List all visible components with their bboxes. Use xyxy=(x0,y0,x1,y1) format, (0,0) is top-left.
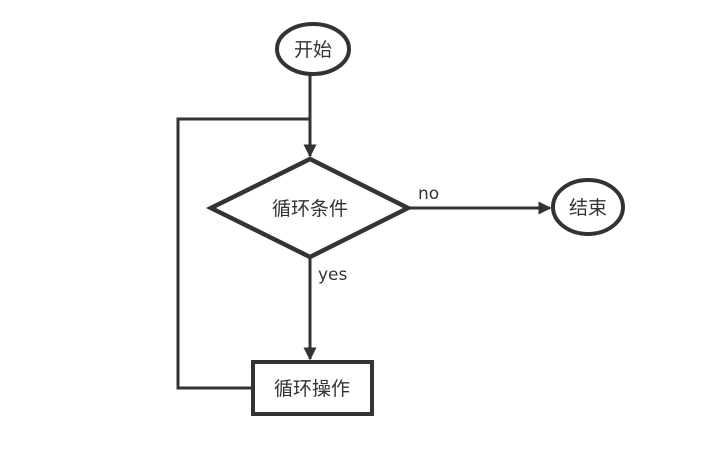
edge-operation-loopback xyxy=(176,117,310,390)
operation-rectangle xyxy=(251,360,374,416)
condition-label: 循环条件 xyxy=(272,198,348,220)
edge-label-no: no xyxy=(418,184,439,204)
end-ellipse xyxy=(551,178,625,236)
node-operation: 循环操作 xyxy=(251,360,374,416)
edge-label-yes: yes xyxy=(318,265,348,285)
start-label: 开始 xyxy=(294,39,332,61)
node-condition: 循环条件 xyxy=(205,156,414,260)
node-start: 开始 xyxy=(275,22,351,76)
end-label: 结束 xyxy=(569,197,607,219)
condition-diamond xyxy=(205,156,414,260)
node-end: 结束 xyxy=(551,178,625,236)
start-ellipse xyxy=(275,22,351,76)
operation-label: 循环操作 xyxy=(274,378,350,400)
